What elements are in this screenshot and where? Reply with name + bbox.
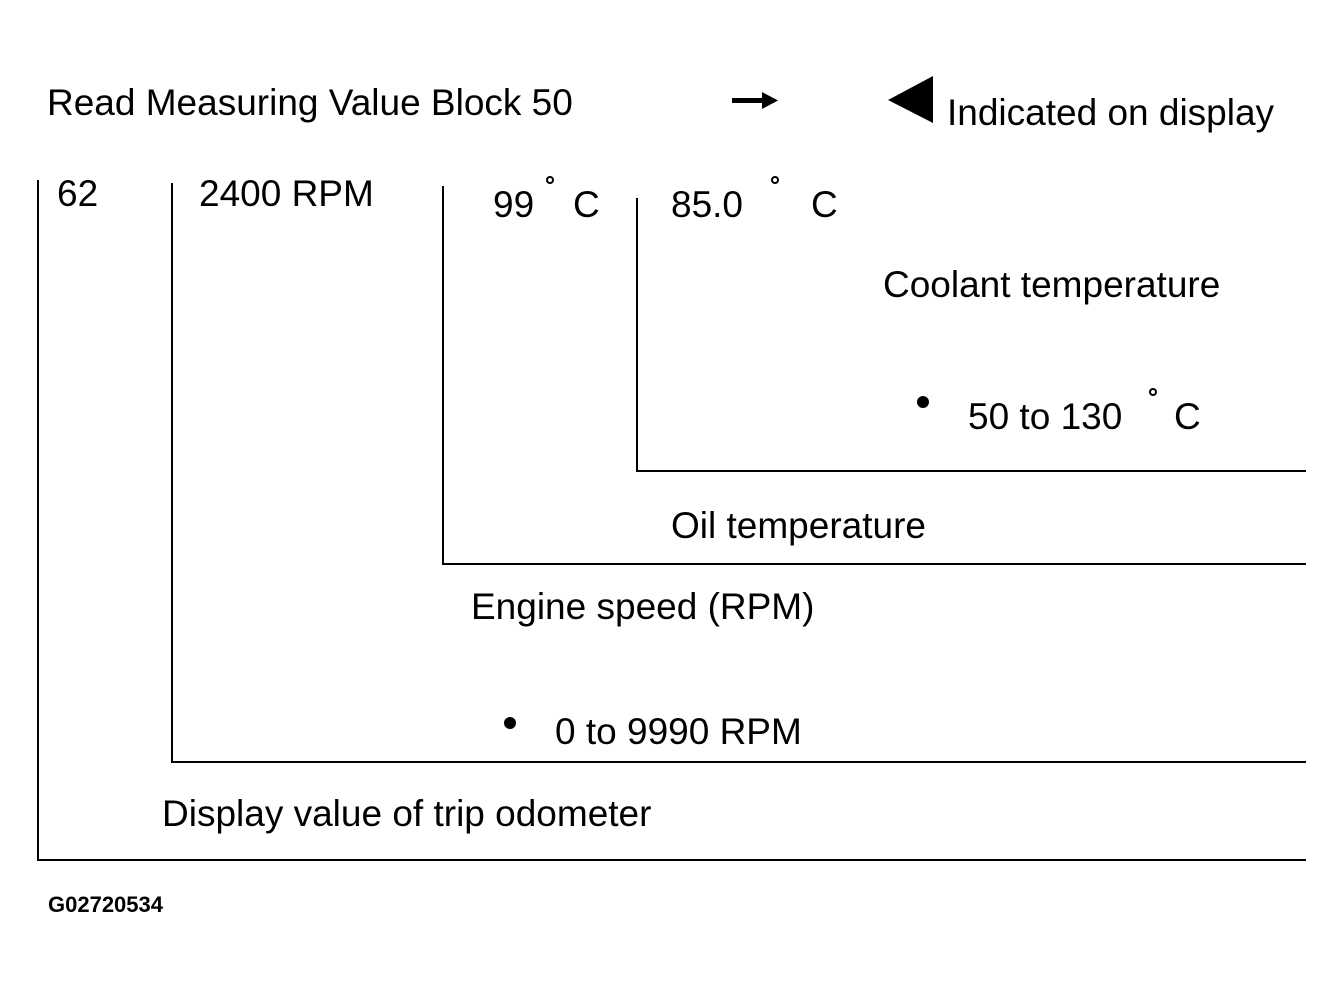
bracket-line-1-vertical bbox=[37, 180, 39, 861]
bracket-line-4-horizontal bbox=[636, 470, 1306, 472]
reading-field-4-value: 85.0 bbox=[671, 184, 744, 225]
figure-id: G02720534 bbox=[48, 892, 163, 917]
reading-field-3-unit: C bbox=[573, 184, 600, 225]
degree-icon bbox=[771, 176, 779, 184]
label-trip-odometer: Display value of trip odometer bbox=[162, 793, 652, 834]
bullet-icon bbox=[917, 396, 929, 408]
bracket-line-3-horizontal bbox=[442, 563, 1306, 565]
legend-indicated-on-display: Indicated on display bbox=[947, 92, 1275, 133]
engine-speed-range: 0 to 9990 RPM bbox=[555, 711, 802, 752]
coolant-range-unit: C bbox=[1174, 396, 1201, 437]
coolant-range-value: 50 to 130 bbox=[968, 396, 1123, 437]
bullet-icon bbox=[504, 717, 516, 729]
bracket-line-2-horizontal bbox=[171, 761, 1306, 763]
degree-icon bbox=[546, 176, 554, 184]
triangle-left-icon bbox=[888, 76, 933, 123]
diagram-title: Read Measuring Value Block 50 bbox=[47, 82, 573, 123]
arrow-right-icon bbox=[732, 92, 778, 109]
reading-field-3-value: 99 bbox=[493, 184, 535, 225]
degree-icon bbox=[1149, 388, 1157, 396]
label-engine-speed: Engine speed (RPM) bbox=[471, 586, 815, 627]
label-coolant-temperature: Coolant temperature bbox=[883, 264, 1221, 305]
reading-field-1: 62 bbox=[57, 173, 99, 214]
bracket-line-3-vertical bbox=[442, 186, 444, 565]
bracket-line-1-horizontal bbox=[37, 859, 1306, 861]
bracket-line-2-vertical bbox=[171, 183, 173, 763]
bracket-line-4-vertical bbox=[636, 198, 638, 472]
label-oil-temperature: Oil temperature bbox=[671, 505, 926, 546]
reading-field-2: 2400 RPM bbox=[199, 173, 374, 214]
reading-field-4-unit: C bbox=[811, 184, 838, 225]
